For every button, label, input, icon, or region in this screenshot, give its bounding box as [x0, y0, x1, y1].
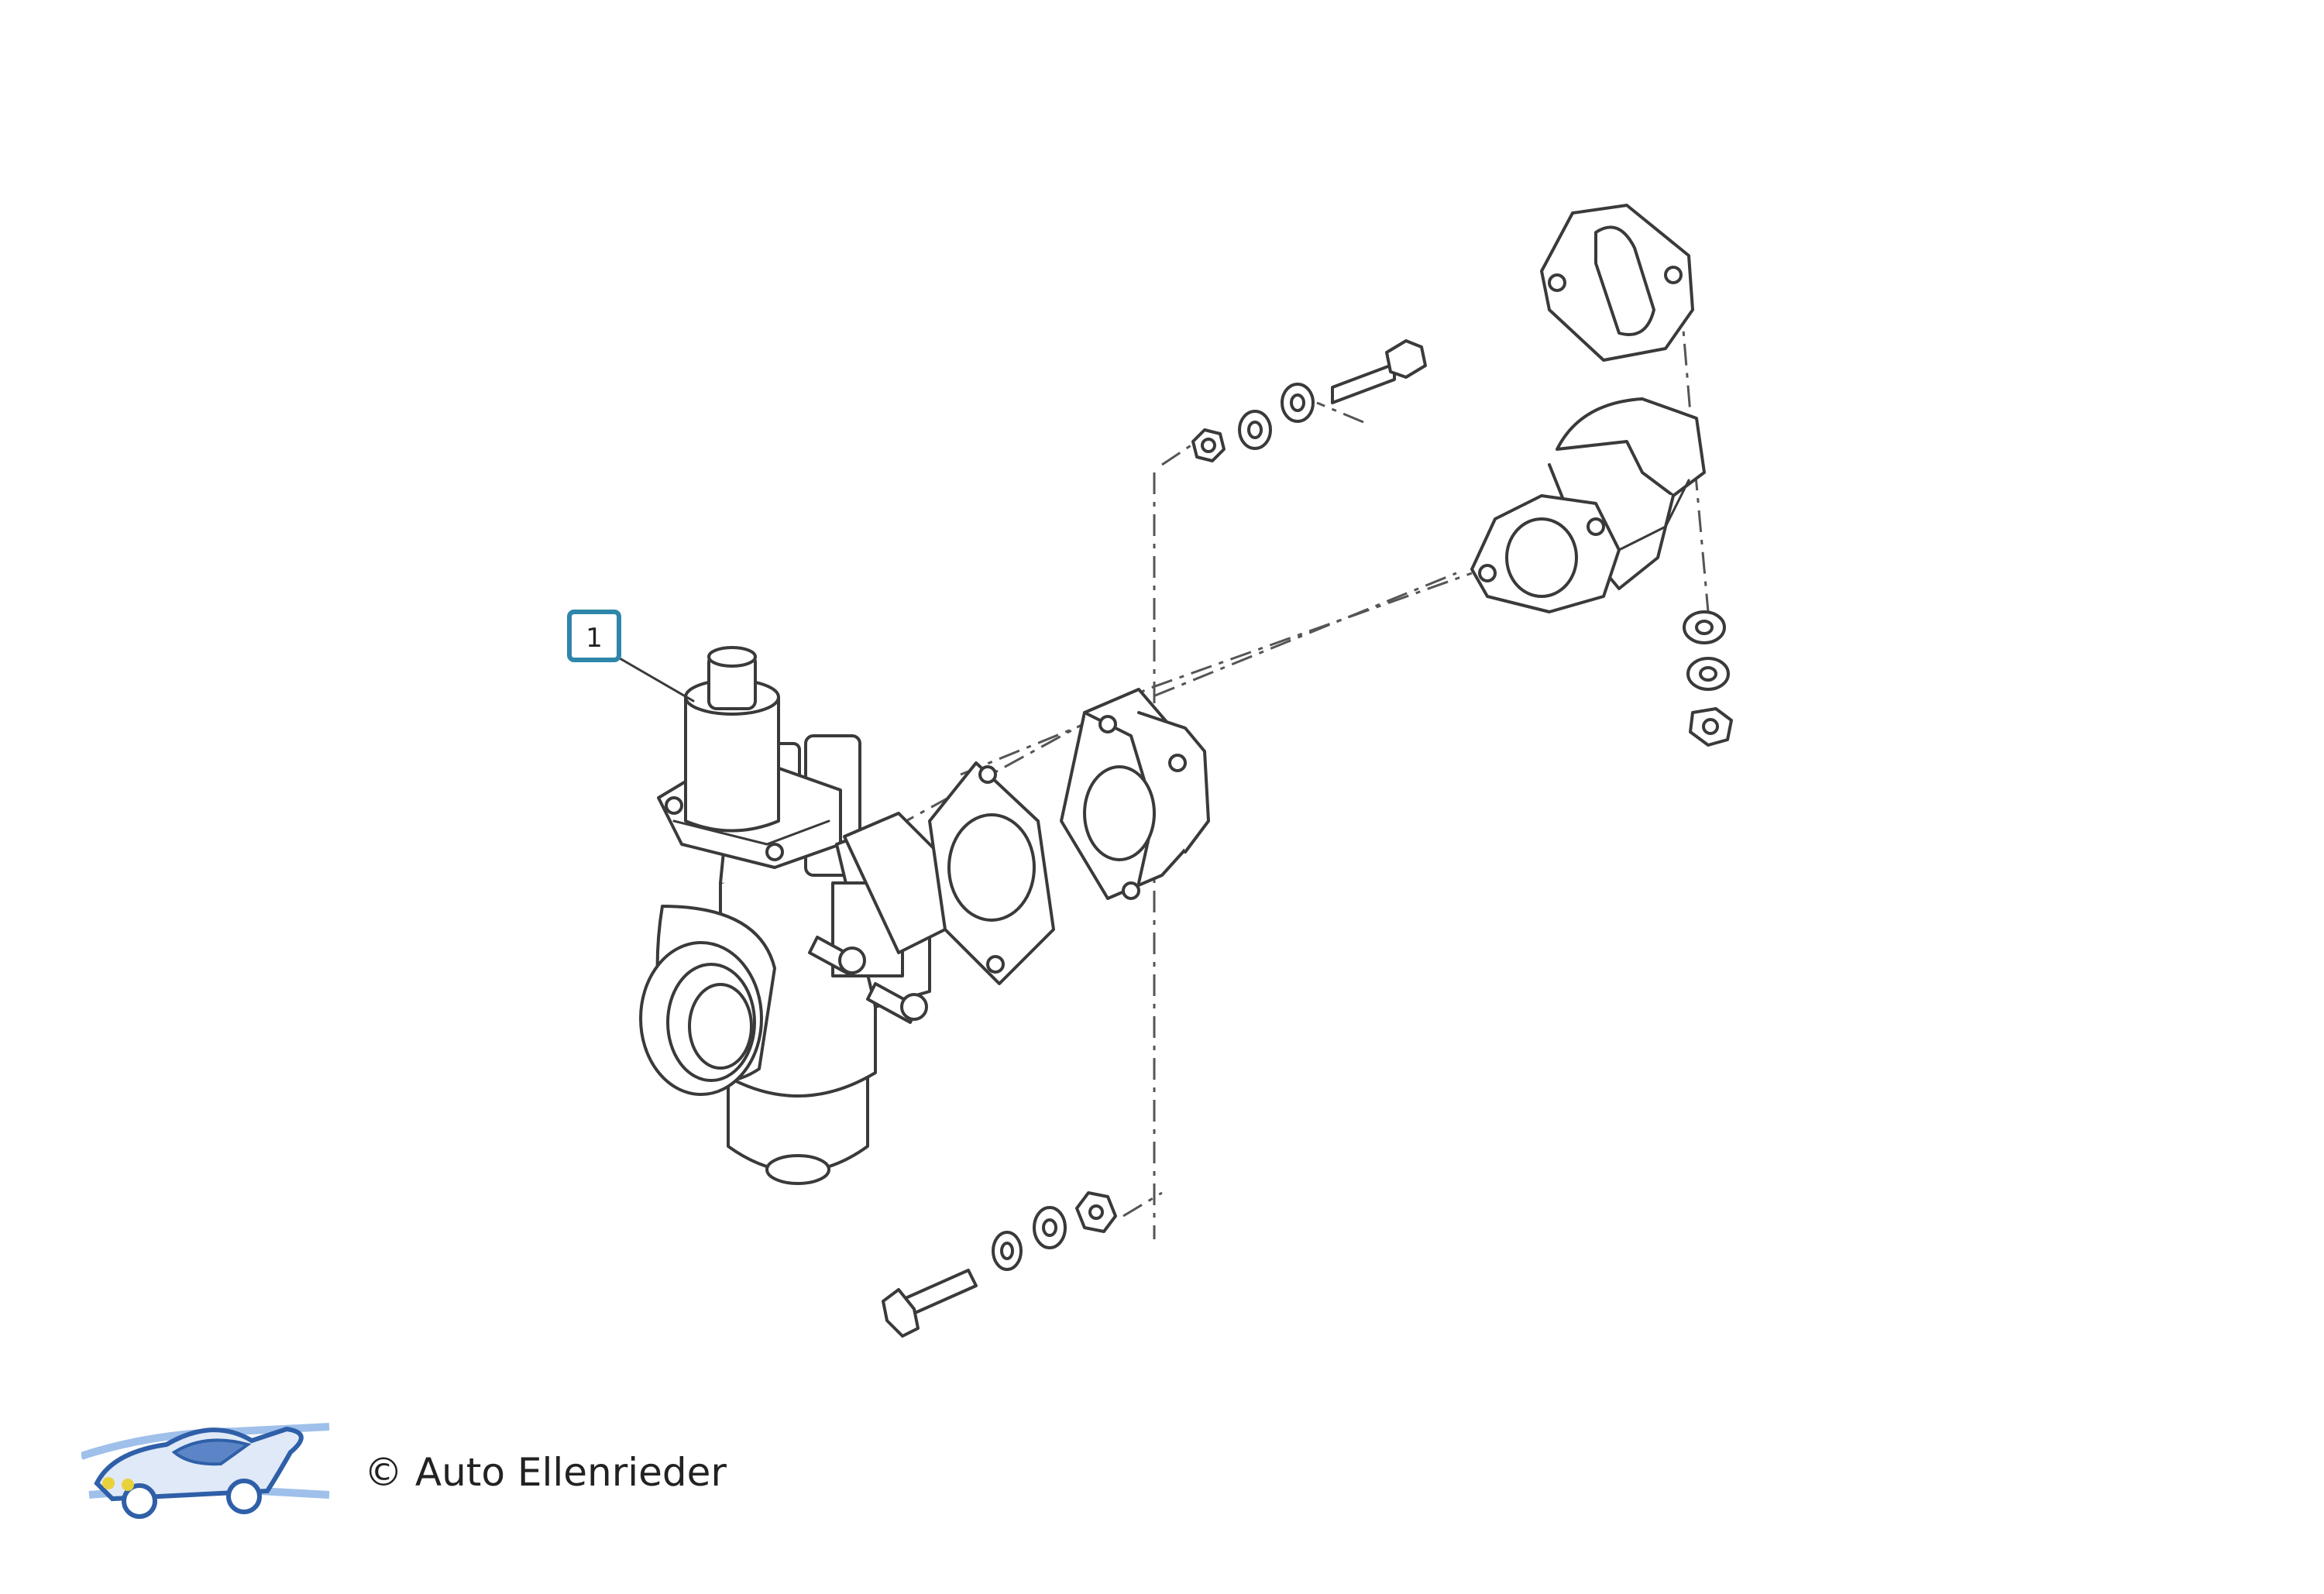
gasket-part[interactable] — [928, 761, 1055, 985]
callout-1-label: 1 — [586, 623, 603, 654]
upper-fasteners[interactable] — [1191, 339, 1427, 462]
copyright-text: © Auto Ellenrieder — [364, 1450, 727, 1495]
carburettor-part[interactable] — [639, 646, 954, 1185]
car-logo-icon — [81, 1423, 330, 1519]
callout-1[interactable]: 1 — [567, 610, 695, 703]
top-gasket-part[interactable] — [1540, 204, 1694, 362]
elbow-pipe-part[interactable] — [1470, 397, 1706, 613]
right-fasteners[interactable] — [1683, 610, 1733, 747]
intake-flange-part[interactable] — [1060, 688, 1210, 900]
lower-fasteners[interactable] — [882, 1191, 1117, 1338]
